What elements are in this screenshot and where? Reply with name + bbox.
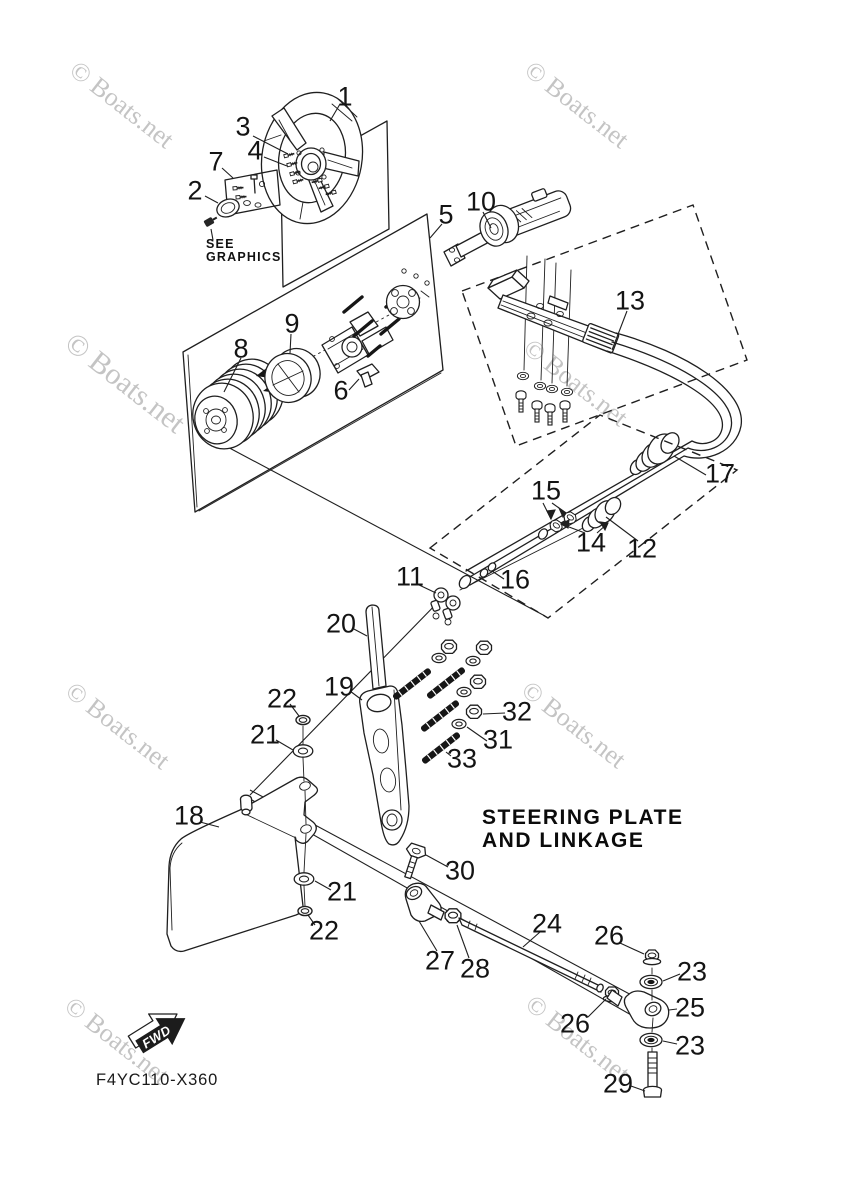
callout-13: 13 bbox=[614, 285, 646, 316]
callout-14: 14 bbox=[575, 527, 607, 558]
steering-plate-18 bbox=[166, 714, 319, 953]
callout-17: 17 bbox=[704, 458, 736, 489]
washer-23-upper bbox=[639, 974, 663, 990]
fwd-arrow: FWD bbox=[127, 1013, 186, 1054]
part-code: F4YC110-X360 bbox=[96, 1071, 219, 1089]
callout-21-upper: 21 bbox=[249, 719, 281, 750]
gear-mechanism bbox=[321, 290, 406, 374]
callout-4: 4 bbox=[247, 135, 263, 166]
see-graphics-line2: GRAPHICS bbox=[206, 250, 282, 264]
cable-kit-box-13 bbox=[461, 204, 748, 447]
steering-post-20 bbox=[365, 604, 387, 690]
tie-rod-24 bbox=[458, 917, 604, 993]
cable-boot-17 bbox=[629, 432, 680, 476]
callout-8: 8 bbox=[233, 333, 249, 364]
callout-7: 7 bbox=[208, 146, 224, 177]
helm-unit-10 bbox=[443, 188, 572, 267]
callout-22-lower: 22 bbox=[308, 915, 340, 946]
section-title-line1: STEERING PLATE bbox=[482, 806, 684, 829]
callout-29: 29 bbox=[602, 1068, 634, 1099]
tie-rod-linkage bbox=[404, 882, 670, 1098]
bolt-30 bbox=[404, 842, 427, 880]
helm-internals bbox=[192, 268, 430, 450]
rod-end-25 bbox=[606, 989, 670, 1029]
washer-23-lower bbox=[639, 1032, 663, 1048]
callout-33: 33 bbox=[446, 743, 478, 774]
callout-15: 15 bbox=[530, 475, 562, 506]
callout-12: 12 bbox=[626, 533, 658, 564]
callout-10: 10 bbox=[465, 186, 497, 217]
callout-2: 2 bbox=[187, 175, 203, 206]
trim-ring-2 bbox=[203, 198, 240, 241]
plate-pivot-bolt bbox=[239, 794, 253, 816]
cable-lower-box bbox=[428, 414, 739, 619]
cable-fitting-16 bbox=[479, 562, 497, 578]
callout-30: 30 bbox=[444, 855, 476, 886]
callout-26-upper: 26 bbox=[593, 920, 625, 951]
steering-cable-run bbox=[430, 332, 742, 626]
pivot-stud bbox=[203, 216, 218, 227]
callout-18: 18 bbox=[173, 800, 205, 831]
bolt-29 bbox=[642, 1051, 663, 1098]
cable-assembly bbox=[487, 255, 620, 426]
callout-9: 9 bbox=[284, 308, 300, 339]
callout-25: 25 bbox=[674, 992, 706, 1023]
callout-23-upper: 23 bbox=[676, 956, 708, 987]
cable-boot-12 bbox=[581, 496, 622, 533]
callout-6: 6 bbox=[333, 375, 349, 406]
callout-27: 27 bbox=[424, 945, 456, 976]
steering-drum-8 bbox=[192, 358, 284, 450]
callout-28: 28 bbox=[459, 953, 491, 984]
callout-31: 31 bbox=[482, 724, 514, 755]
nut-28 bbox=[444, 908, 462, 924]
callout-21-lower: 21 bbox=[326, 876, 358, 907]
steering-wheel bbox=[260, 91, 364, 225]
helm-panel-5 bbox=[182, 213, 444, 513]
see-graphics-line1: SEE bbox=[206, 237, 235, 251]
cable-end-joints-11 bbox=[430, 574, 472, 626]
leader-lines bbox=[199, 103, 707, 1092]
callout-20: 20 bbox=[325, 608, 357, 639]
callout-22-upper: 22 bbox=[266, 683, 298, 714]
section-title-line2: AND LINKAGE bbox=[482, 829, 645, 852]
clip-6 bbox=[356, 363, 380, 388]
callout-26-lower: 26 bbox=[559, 1008, 591, 1039]
callout-1: 1 bbox=[337, 81, 353, 112]
callout-3: 3 bbox=[235, 111, 251, 142]
callout-32: 32 bbox=[501, 696, 533, 727]
callout-19: 19 bbox=[323, 671, 355, 702]
callout-24: 24 bbox=[531, 908, 563, 939]
callout-11: 11 bbox=[395, 561, 425, 592]
see-graphics-note: SEE GRAPHICS bbox=[206, 238, 282, 264]
rod-end-27 bbox=[404, 882, 445, 923]
callout-23-lower: 23 bbox=[674, 1030, 706, 1061]
steering-bracket-19 bbox=[359, 685, 410, 846]
nut-26-upper bbox=[642, 949, 662, 966]
callout-5: 5 bbox=[438, 199, 454, 230]
bezel-ring-9 bbox=[264, 347, 321, 404]
section-title: STEERING PLATE AND LINKAGE bbox=[482, 806, 683, 852]
mount-flange bbox=[385, 268, 430, 320]
adjuster-nuts-15 bbox=[537, 509, 579, 540]
callout-16: 16 bbox=[499, 564, 531, 595]
